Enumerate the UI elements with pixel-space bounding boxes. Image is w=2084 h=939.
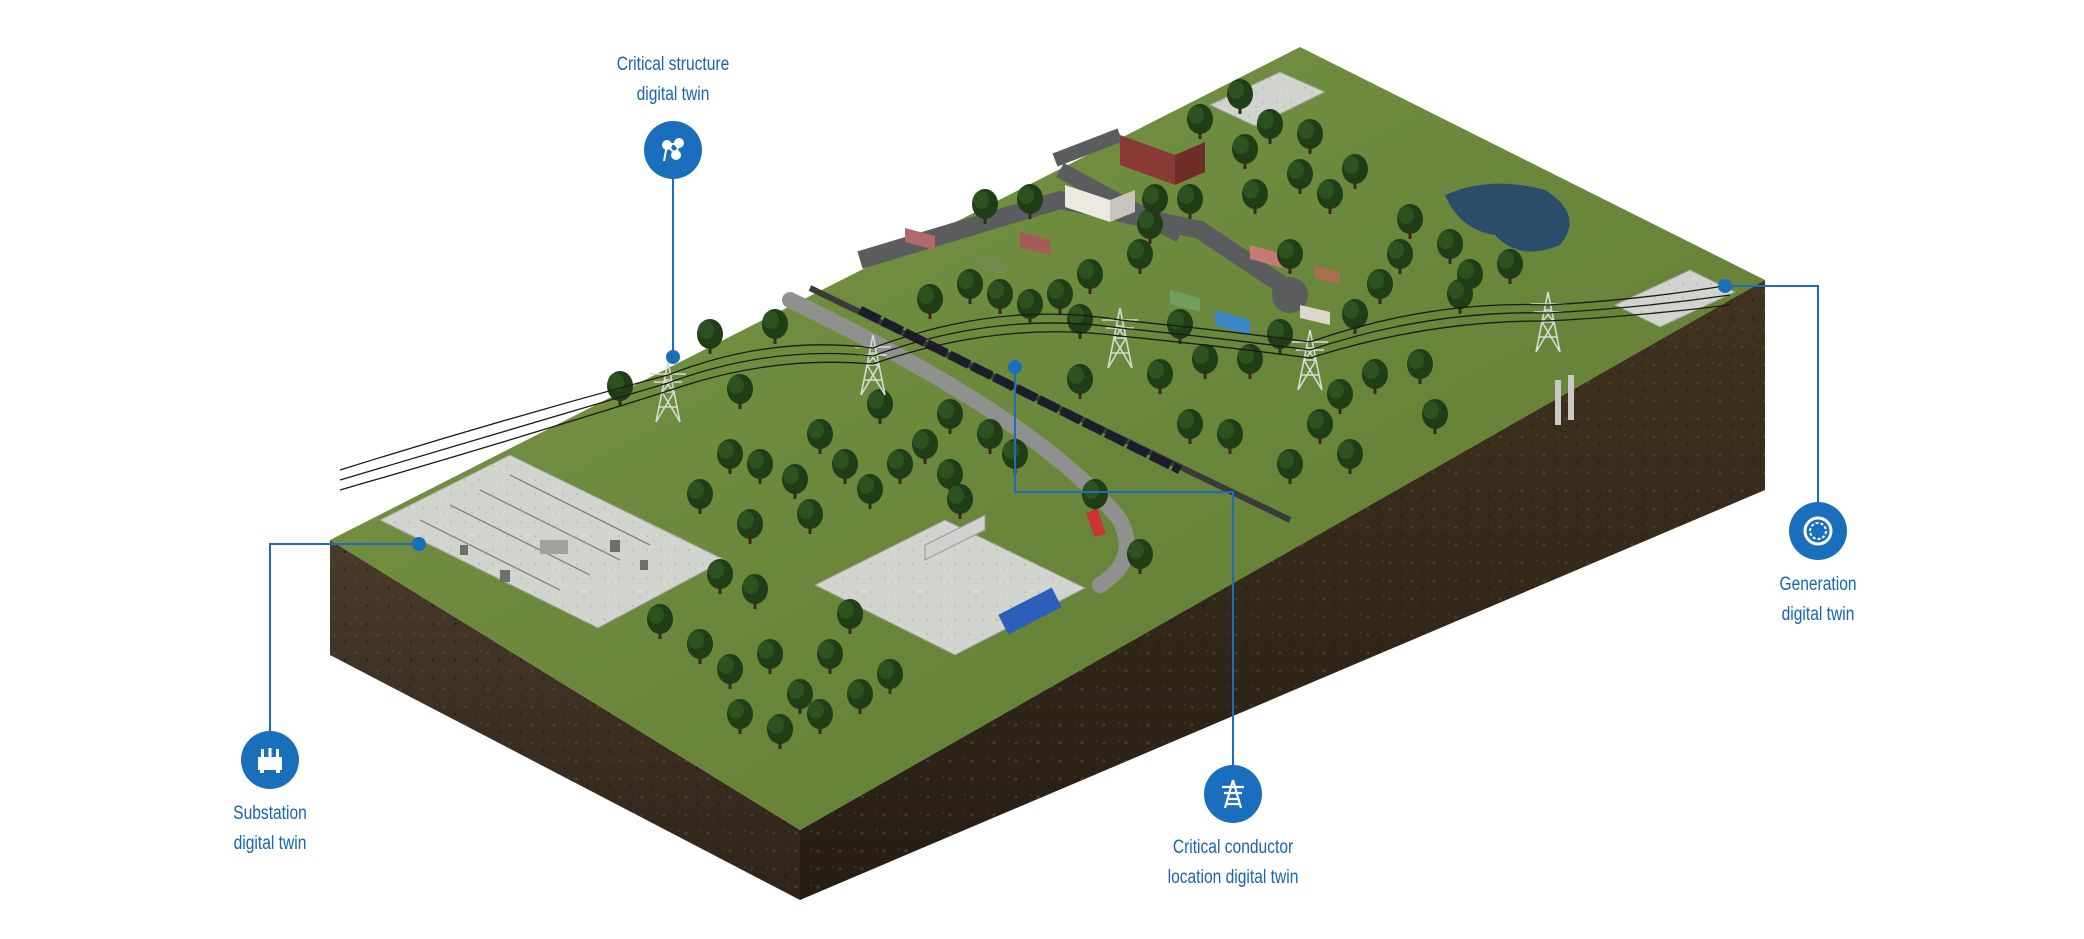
transformer-icon: [241, 731, 299, 789]
generator-ring-icon: [1789, 502, 1847, 560]
transmission-tower-icon: [1204, 765, 1262, 823]
critical-structure-label: Critical structure digital twin: [607, 50, 738, 110]
substation-label: Substation digital twin: [204, 799, 335, 859]
critical-conductor-subtitle: location digital twin: [1167, 867, 1299, 888]
critical-structure-subtitle: digital twin: [636, 84, 710, 105]
critical-conductor-title: Critical conductor: [1172, 837, 1294, 858]
generation-title: Generation: [1779, 574, 1857, 595]
generation-label: Generation digital twin: [1752, 570, 1883, 630]
critical-conductor-label: Critical conductor location digital twin: [1143, 833, 1323, 893]
substation-title: Substation: [233, 803, 307, 824]
substation-subtitle: digital twin: [233, 833, 307, 854]
generation-subtitle: digital twin: [1781, 604, 1855, 625]
critical-structure-title: Critical structure: [616, 54, 730, 75]
network-nodes-icon: [644, 121, 702, 179]
